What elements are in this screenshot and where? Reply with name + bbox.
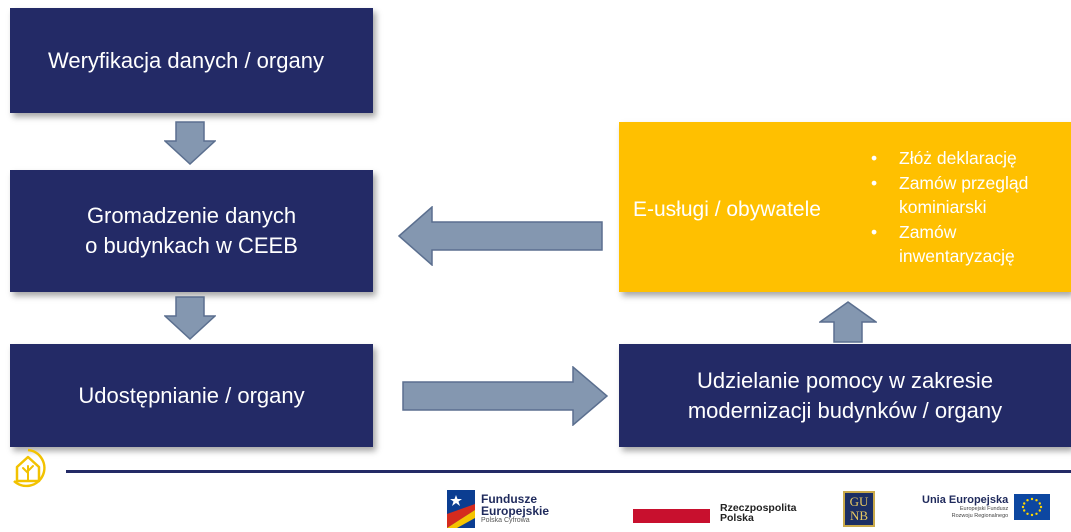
node-pomoc-line1: Udzielanie pomocy w zakresie: [697, 367, 993, 393]
house-circle-logo-icon: [13, 448, 46, 488]
node-weryfikacja-label: Weryfikacja danych / organy: [48, 47, 324, 73]
node-gromadzenie: Gromadzenie danych o budynkach w CEEB: [10, 170, 373, 292]
gunb-logo-icon: GU NB: [843, 491, 875, 527]
node-udostepnianie-label: Udostępnianie / organy: [78, 382, 305, 408]
fe-line3: Polska Cyfrowa: [481, 517, 530, 524]
polish-flag-icon: [633, 500, 710, 526]
fundusze-europejskie-text: Fundusze Europejskie Polska Cyfrowa: [481, 493, 549, 525]
node-gromadzenie-line2: o budynkach w CEEB: [85, 233, 298, 258]
gunb-logo: GU NB: [843, 491, 875, 527]
node-weryfikacja: Weryfikacja danych / organy: [10, 8, 373, 113]
fundusze-europejskie-logo-icon: [447, 490, 475, 528]
gunb-line1: GU: [849, 494, 869, 509]
node-euslugi-label: E-usługi / obywatele: [633, 198, 821, 221]
rp-line1: Rzeczpospolita: [720, 502, 797, 514]
ue-line2: Europejski Fundusz: [959, 506, 1009, 512]
node-gromadzenie-line1: Gromadzenie danych: [86, 203, 297, 228]
node-pomoc-label: Udzielanie pomocy w zakresie modernizacj…: [688, 366, 1002, 426]
arrow-left: [398, 206, 603, 266]
rp-line2: Polska: [720, 512, 754, 524]
node-pomoc-line2: modernizacji budynków / organy: [687, 397, 1003, 423]
arrow-right: [402, 366, 608, 426]
fundusze-europejskie-logo: Fundusze Europejskie Polska Cyfrowa: [447, 490, 549, 528]
arrow-down-2: [164, 296, 216, 340]
footer-rule: [66, 470, 1071, 473]
unia-europejska-logo: Unia Europejska Europejski Fundusz Rozwo…: [922, 494, 1051, 520]
ue-text: Unia Europejska Europejski Fundusz Rozwo…: [922, 495, 1008, 519]
rp-text: Rzeczpospolita Polska: [720, 502, 797, 524]
fe-line2: Europejskie: [481, 504, 550, 518]
node-euslugi: E-usługi / obywatele Złóż deklarację Zam…: [619, 122, 1071, 292]
euslugi-item: Zamów przegląd kominiarski: [869, 171, 1065, 220]
euslugi-list: Złóż deklarację Zamów przegląd kominiars…: [869, 146, 1065, 269]
euslugi-item: Zamów inwentaryzację: [869, 220, 1065, 269]
euslugi-item: Złóż deklarację: [869, 146, 1065, 171]
node-pomoc: Udzielanie pomocy w zakresie modernizacj…: [619, 344, 1071, 447]
ue-line1: Unia Europejska: [922, 494, 1009, 506]
fe-line1: Fundusze: [481, 492, 537, 506]
node-udostepnianie: Udostępnianie / organy: [10, 344, 373, 447]
node-gromadzenie-label: Gromadzenie danych o budynkach w CEEB: [85, 201, 298, 261]
gunb-line2: NB: [849, 508, 869, 523]
ue-line3: Rozwoju Regionalnego: [951, 512, 1009, 519]
arrow-up: [819, 301, 877, 343]
arrow-down-1: [164, 121, 216, 165]
rzeczpospolita-polska-logo: Rzeczpospolita Polska: [633, 500, 796, 526]
eu-flag-icon: [1014, 494, 1051, 520]
